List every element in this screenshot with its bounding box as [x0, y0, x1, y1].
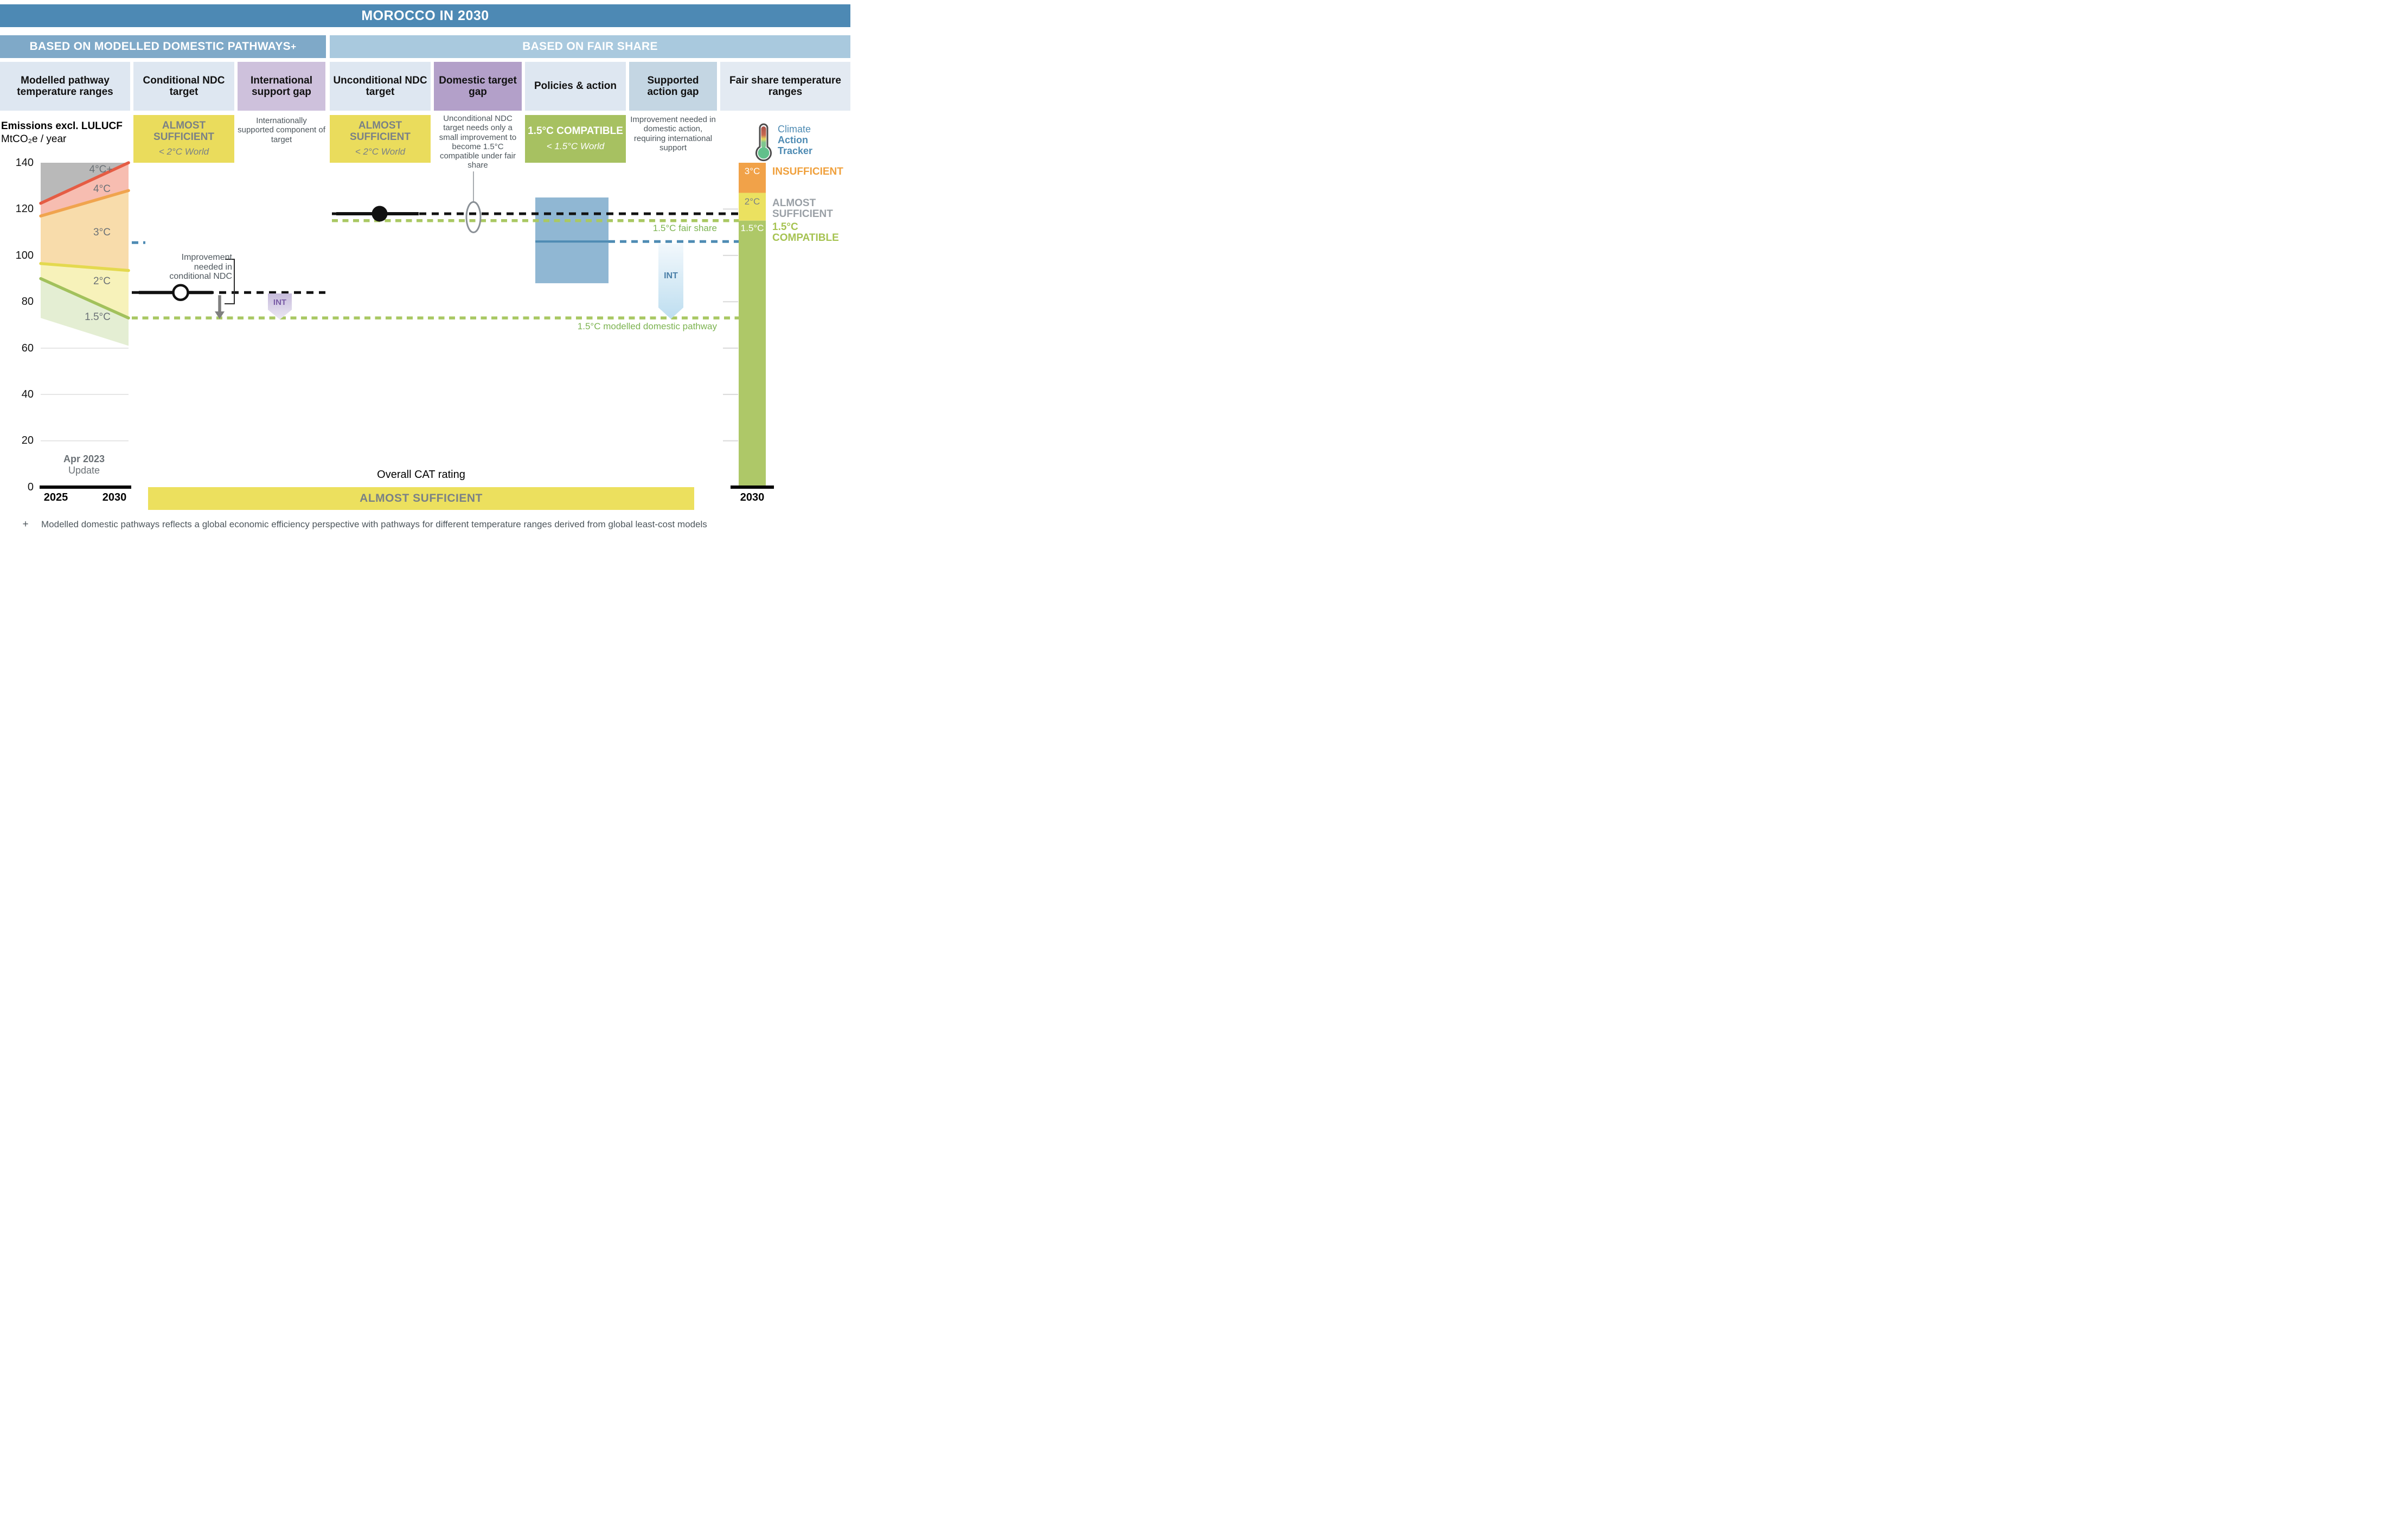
unconditional-ndc-rating-badge: ALMOST SUFFICIENT < 2°C World — [330, 115, 431, 163]
y-tick-60: 60 — [21, 342, 34, 354]
section-header-modelled-pathways: BASED ON MODELLED DOMESTIC PATHWAYS+ — [0, 35, 326, 58]
bar-label-3c: 3°C — [744, 166, 760, 176]
unconditional-ndc-marker — [372, 206, 388, 222]
conditional-ndc-rating-badge: ALMOST SUFFICIENT < 2°C World — [133, 115, 234, 163]
cat-country-assessment: MOROCCO IN 2030 BASED ON MODELLED DOMEST… — [0, 0, 850, 535]
y-tick-0: 0 — [27, 481, 34, 493]
column-header-modelled-pathway-ranges: Modelled pathway temperature ranges — [0, 62, 130, 111]
band-label-1p5c: 1.5°C — [85, 311, 111, 323]
policies-action-rating-badge: 1.5°C COMPATIBLE < 1.5°C World — [525, 115, 626, 163]
column-header-domestic-target-gap: Domestic target gap — [434, 62, 522, 111]
band-label-3c: 3°C — [93, 227, 111, 238]
policies-action-range-box — [535, 197, 609, 284]
thermometer-icon — [755, 123, 772, 162]
fair-share-line-label: 1.5°C fair share — [652, 223, 717, 233]
left-axis-baseline — [40, 485, 131, 489]
axis-title-emissions: Emissions excl. LULUCF — [1, 120, 123, 132]
int-arrow-supported — [658, 244, 683, 319]
column-header-supported-action-gap: Supported action gap — [629, 62, 717, 111]
overall-rating-title: Overall CAT rating — [377, 469, 465, 481]
column-header-fair-share-ranges: Fair share temperature ranges — [720, 62, 850, 111]
footnote-text: Modelled domestic pathways reflects a gl… — [41, 519, 707, 529]
column-header-international-support-gap: International support gap — [238, 62, 325, 111]
y-tick-140: 140 — [15, 157, 34, 169]
update-word: Update — [68, 465, 100, 476]
bar-label-1p5c: 1.5°C — [740, 223, 764, 233]
y-tick-100: 100 — [15, 250, 34, 261]
x-tick-2030-left: 2030 — [102, 491, 127, 503]
modelled-pathway-line-label: 1.5°C modelled domestic pathway — [577, 321, 717, 331]
y-tick-80: 80 — [21, 296, 34, 308]
band-label-4c-plus: 4°C+ — [89, 164, 113, 175]
section-header-fair-share: BASED ON FAIR SHARE — [330, 35, 850, 58]
update-date: Apr 2023 — [63, 453, 105, 464]
climate-action-tracker-logo: Climate Action Tracker — [778, 124, 813, 156]
column-header-unconditional-ndc: Unconditional NDC target — [330, 62, 431, 111]
page-title: MOROCCO IN 2030 — [0, 4, 850, 27]
right-axis-baseline — [731, 485, 774, 489]
int-badge-label-international: INT — [273, 298, 287, 307]
supported-action-gap-note: Improvement needed in domestic action, r… — [630, 115, 716, 152]
band-label-2c: 2°C — [93, 276, 111, 287]
axis-title-unit: MtCO₂e / year — [1, 133, 67, 145]
footnote-marker: + — [290, 41, 297, 52]
overall-rating-badge: ALMOST SUFFICIENT — [148, 487, 694, 510]
conditional-ndc-marker — [172, 284, 189, 301]
bar-label-2c: 2°C — [744, 196, 760, 207]
band-label-4c: 4°C — [93, 183, 111, 195]
fair-share-bar-1.5°C — [739, 220, 766, 487]
column-header-conditional-ndc: Conditional NDC target — [133, 62, 234, 111]
x-tick-2025: 2025 — [43, 491, 68, 503]
footnote-symbol: + — [22, 519, 29, 530]
y-tick-20: 20 — [21, 435, 34, 446]
domestic-target-gap-note: Unconditional NDC target needs only a sm… — [439, 114, 517, 170]
y-tick-120: 120 — [15, 203, 34, 215]
y-tick-40: 40 — [21, 388, 34, 400]
improvement-arrow-head — [215, 311, 225, 320]
improvement-conditional-ndc-note: Improvement needed in conditional NDC — [169, 253, 232, 281]
x-tick-2030-right: 2030 — [740, 491, 765, 503]
domestic-target-gap-marker — [465, 201, 482, 233]
column-header-policies-action: Policies & action — [525, 62, 626, 111]
int-badge-label-supported: INT — [664, 271, 678, 280]
international-support-gap-note: Internationally supported component of t… — [238, 116, 325, 144]
rating-label-insufficient: INSUFFICIENT — [772, 166, 843, 177]
band-2°C — [41, 263, 129, 318]
